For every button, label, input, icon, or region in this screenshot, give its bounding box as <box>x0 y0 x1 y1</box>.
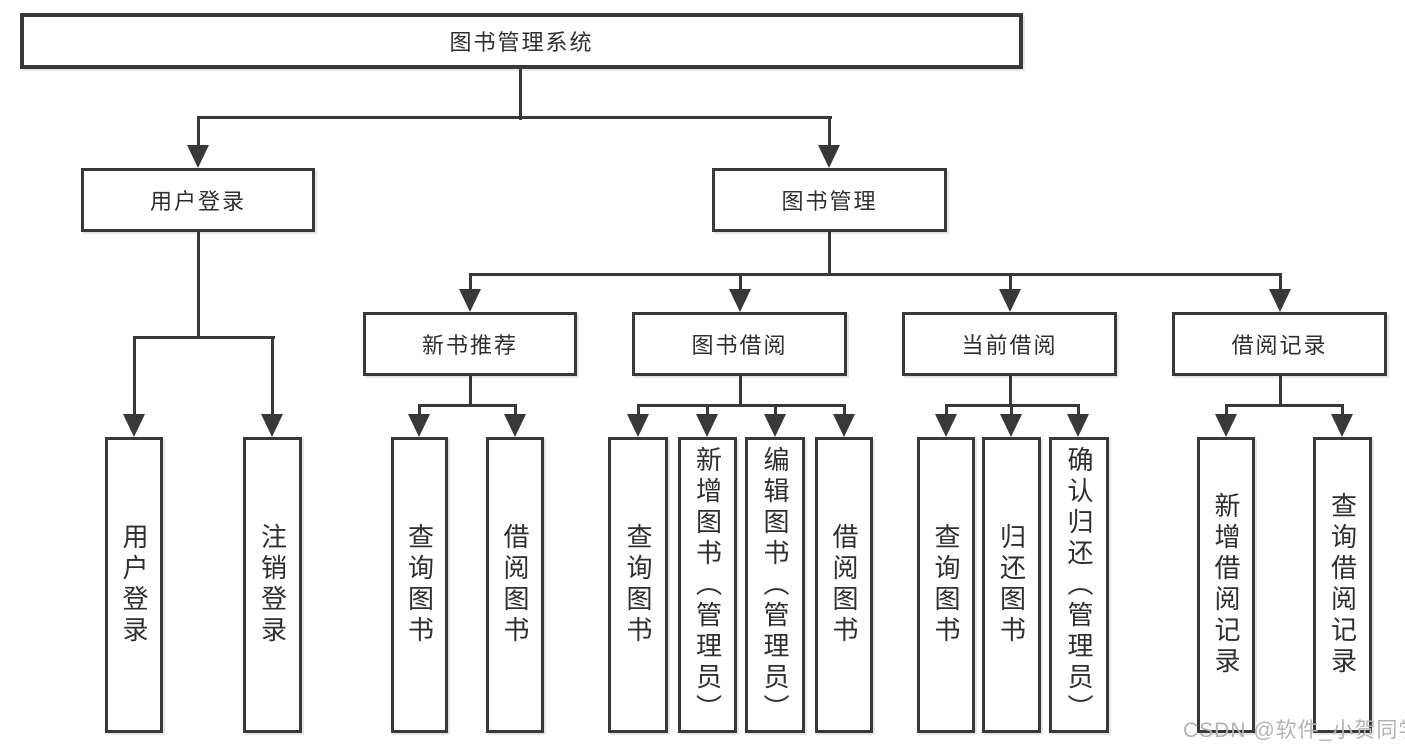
connector-arrowhead <box>504 414 526 437</box>
connector-line <box>1009 273 1012 292</box>
connector-arrowhead <box>935 414 957 437</box>
connector-arrowhead <box>1215 414 1237 437</box>
leaf-borrow-books: 借阅图书 <box>486 437 544 733</box>
leaf-label: 用户登录 <box>119 523 149 647</box>
connector-arrowhead <box>261 414 283 437</box>
connector-line <box>828 230 831 276</box>
connector-line <box>271 336 274 416</box>
connector-line <box>1009 374 1012 407</box>
leaf-label: 确认归还（管理员） <box>1064 445 1094 725</box>
connector-line <box>637 404 640 417</box>
node-label: 图书管理 <box>781 189 878 214</box>
leaf-label: 注销登录 <box>257 523 288 647</box>
leaf-label: 查询图书 <box>404 523 435 647</box>
leaf-label: 查询图书 <box>931 523 961 647</box>
connector-arrowhead <box>833 414 855 437</box>
connector-arrowhead <box>1331 414 1353 437</box>
connector-arrowhead <box>408 414 430 437</box>
leaf-label: 借阅图书 <box>829 523 859 647</box>
node-label: 当前借阅 <box>961 333 1058 358</box>
connector-line <box>1341 404 1344 417</box>
connector-arrowhead <box>187 145 209 168</box>
connector-line <box>469 273 1282 276</box>
connector-line <box>418 404 517 407</box>
connector-line <box>133 336 136 416</box>
node-label: 图书借阅 <box>691 333 788 358</box>
csdn-watermark: CSDN @软件_小贺同学 <box>1183 719 1405 742</box>
node-current-borrowing: 当前借阅 <box>902 312 1117 376</box>
leaf-add-books-admin: 新增图书（管理员） <box>678 437 737 733</box>
connector-line <box>197 116 832 119</box>
leaf-return-books: 归还图书 <box>982 437 1041 733</box>
connector-arrowhead <box>1000 414 1022 437</box>
connector-line <box>739 374 742 407</box>
connector-line <box>1225 404 1344 407</box>
connector-line <box>514 404 517 417</box>
connector-line <box>843 404 846 417</box>
leaf-query-books: 查询图书 <box>391 437 448 733</box>
connector-line <box>945 404 948 417</box>
connector-line <box>1225 404 1228 417</box>
connector-line <box>774 404 777 417</box>
node-label: 借阅记录 <box>1231 333 1328 358</box>
connector-line <box>706 404 709 417</box>
node-new-book-recommendation: 新书推荐 <box>363 312 577 376</box>
connector-arrowhead <box>627 414 649 437</box>
connector-arrowhead <box>764 414 786 437</box>
connector-line <box>1279 273 1282 292</box>
connector-line <box>1077 404 1080 417</box>
leaf-confirm-return-admin: 确认归还（管理员） <box>1049 437 1109 733</box>
connector-line <box>637 404 846 407</box>
node-book-management: 图书管理 <box>712 168 947 232</box>
leaf-label: 归还图书 <box>996 523 1027 647</box>
leaf-user-login: 用户登录 <box>105 437 163 733</box>
leaf-label: 编辑图书（管理员） <box>760 445 790 725</box>
connector-arrowhead <box>123 414 145 437</box>
leaf-query-borrow-record: 查询借阅记录 <box>1313 437 1372 733</box>
connector-line <box>469 374 472 407</box>
leaf-label: 新增借阅记录 <box>1211 492 1241 678</box>
node-book-borrowing: 图书借阅 <box>632 312 847 376</box>
connector-line <box>418 404 421 417</box>
leaf-borrow-books: 借阅图书 <box>815 437 873 733</box>
leaf-label: 查询图书 <box>623 523 653 647</box>
node-user-login: 用户登录 <box>81 168 315 232</box>
leaf-edit-books-admin: 编辑图书（管理员） <box>745 437 805 733</box>
connector-line <box>133 336 275 339</box>
leaf-logout: 注销登录 <box>243 437 302 733</box>
connector-line <box>469 273 472 292</box>
leaf-query-books: 查询图书 <box>917 437 975 733</box>
connector-line <box>197 230 200 339</box>
connector-line <box>739 273 742 292</box>
connector-line <box>197 116 200 148</box>
node-label: 图书管理系统 <box>449 30 594 55</box>
leaf-query-books: 查询图书 <box>608 437 668 733</box>
connector-arrowhead <box>999 289 1021 312</box>
connector-arrowhead <box>696 414 718 437</box>
node-borrowing-records: 借阅记录 <box>1172 312 1387 376</box>
connector-line <box>1010 404 1013 417</box>
node-library-management-system: 图书管理系统 <box>20 13 1023 69</box>
connector-arrowhead <box>818 145 840 168</box>
leaf-label: 借阅图书 <box>500 523 530 647</box>
node-label: 用户登录 <box>149 189 246 214</box>
connector-arrowhead <box>459 289 481 312</box>
leaf-add-borrow-record: 新增借阅记录 <box>1197 437 1255 733</box>
connector-line <box>519 67 522 120</box>
connector-arrowhead <box>729 289 751 312</box>
leaf-label: 新增图书（管理员） <box>692 445 723 725</box>
connector-line <box>1279 374 1282 407</box>
connector-arrowhead <box>1067 414 1089 437</box>
connector-line <box>828 116 831 148</box>
node-label: 新书推荐 <box>421 333 518 358</box>
connector-arrowhead <box>1269 289 1291 312</box>
leaf-label: 查询借阅记录 <box>1327 492 1358 678</box>
